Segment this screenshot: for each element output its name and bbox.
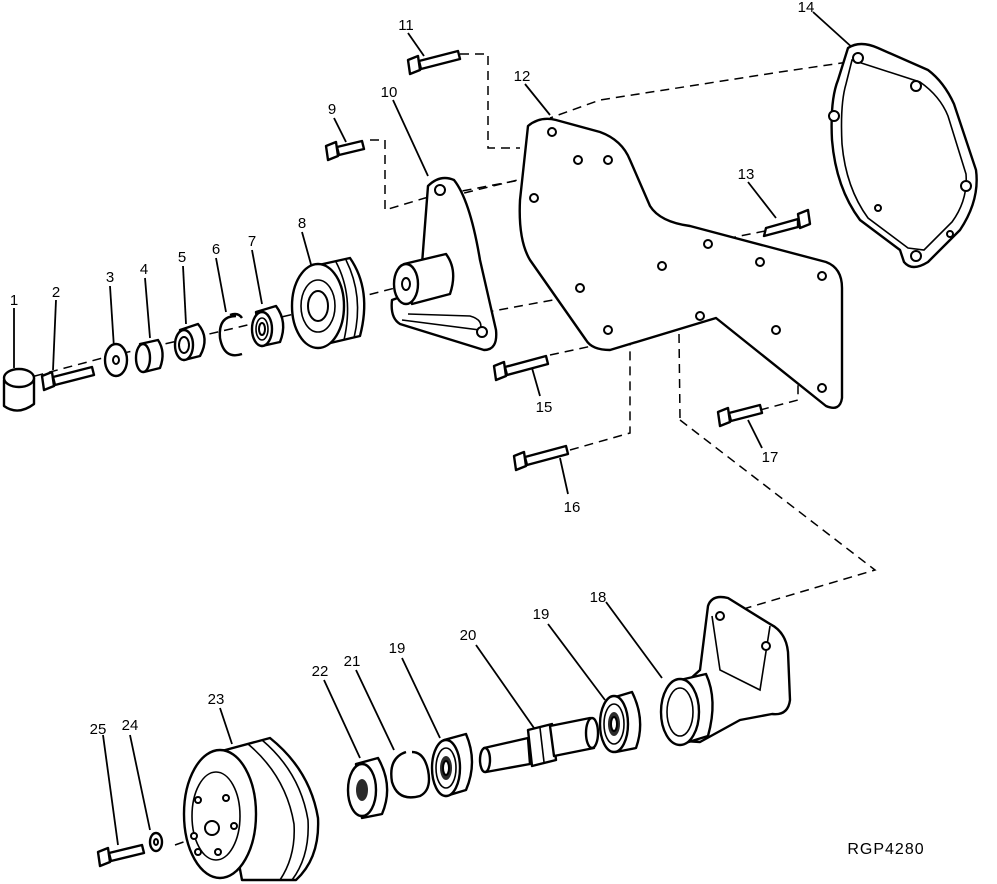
- part-bearing-19b: [430, 732, 474, 798]
- callout-15: 15: [536, 399, 553, 416]
- part-collar-5: [173, 322, 206, 362]
- callout-23: 23: [208, 691, 225, 708]
- callout-22: 22: [312, 663, 329, 680]
- leader-lines: [13, 11, 856, 846]
- callout-5: 5: [178, 249, 186, 266]
- callout-10: 10: [381, 84, 398, 101]
- part-cap-screw-13: [762, 208, 812, 238]
- part-cap-screw-2: [40, 365, 96, 392]
- callout-14: 14: [798, 0, 815, 16]
- figure-code: RGP4280: [847, 841, 924, 858]
- part-seal-22: [346, 756, 389, 820]
- part-bearing-19a: [598, 690, 642, 754]
- part-cap-screw-17: [716, 403, 764, 428]
- part-bearing-7: [250, 304, 285, 348]
- part-fan-shaft-20: [478, 716, 600, 774]
- part-cap-screw-9: [324, 139, 366, 162]
- callout-19-left: 19: [389, 640, 406, 657]
- callout-3: 3: [106, 269, 114, 286]
- callout-6: 6: [212, 241, 220, 258]
- callout-1: 1: [10, 292, 18, 309]
- callout-20: 20: [460, 627, 477, 644]
- part-lock-washer-24: [148, 831, 164, 853]
- part-mounting-plate-12: [518, 117, 844, 409]
- callout-11: 11: [398, 17, 414, 34]
- part-snap-ring-6: [218, 312, 243, 357]
- part-cover-14: [828, 42, 978, 269]
- part-idler-bracket-10: [390, 176, 498, 352]
- part-cap-screw-16: [512, 444, 570, 472]
- part-washer-3: [103, 342, 129, 378]
- callout-13: 13: [738, 166, 755, 183]
- callout-2: 2: [52, 284, 60, 301]
- callout-18: 18: [590, 589, 607, 606]
- part-snap-ring-21: [390, 750, 431, 799]
- callout-7: 7: [248, 233, 256, 250]
- callout-4: 4: [140, 261, 148, 278]
- part-cap-screw-15: [492, 354, 550, 382]
- part-cap-screw-11: [406, 49, 462, 76]
- callout-8: 8: [298, 215, 306, 232]
- callout-24: 24: [122, 717, 139, 734]
- callout-25: 25: [90, 721, 107, 738]
- callout-16: 16: [564, 499, 581, 516]
- callout-9: 9: [328, 101, 336, 118]
- callout-17: 17: [762, 449, 779, 466]
- part-cap: [2, 367, 36, 412]
- callout-21: 21: [344, 653, 361, 670]
- callout-19-right: 19: [533, 606, 550, 623]
- part-cap-screw-25: [96, 843, 146, 868]
- part-fan-pulley-23: [182, 736, 320, 882]
- callout-12: 12: [514, 68, 531, 85]
- part-fan-support-18: [659, 595, 792, 747]
- callout-labels: 1 2 3 4 5 6 7 8 9 10 11 12 13 14 15 16 1…: [10, 0, 815, 738]
- part-idler-pulley-8: [290, 256, 366, 350]
- part-spacer-4: [134, 338, 164, 374]
